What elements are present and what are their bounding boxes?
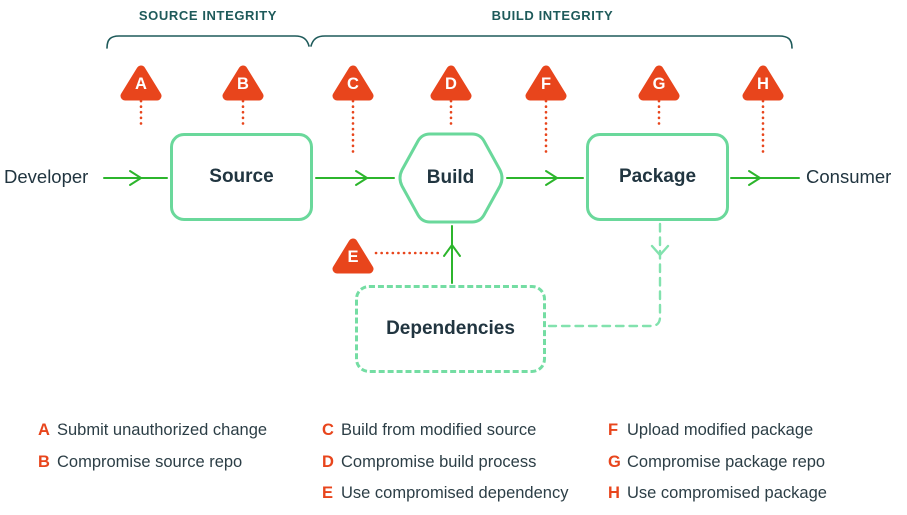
package-node-label: Package xyxy=(618,166,697,187)
legend-column-2: C Build from modified source D Compromis… xyxy=(322,415,568,510)
warning-triangle-icon xyxy=(742,65,784,101)
legend-item-h: H Use compromised package xyxy=(608,478,827,510)
threat-letter-c: C xyxy=(347,75,359,93)
legend-text-d: Compromise build process xyxy=(341,452,537,471)
legend-letter-d: D xyxy=(322,452,334,471)
legend-text-c: Build from modified source xyxy=(341,421,537,440)
legend-text-f: Upload modified package xyxy=(627,421,814,440)
threat-marker-a: A xyxy=(119,63,163,101)
legend-column-3: F Upload modified package G Compromise p… xyxy=(608,415,827,510)
dashed-link-arrow-head xyxy=(650,244,670,257)
legend-letter-f: F xyxy=(608,421,619,440)
legend-letter-a: A xyxy=(38,421,50,440)
warning-triangle-icon xyxy=(120,65,162,101)
threat-letter-d: D xyxy=(445,75,457,93)
threat-marker-f: F xyxy=(524,63,568,101)
legend-text-e: Use compromised dependency xyxy=(341,484,569,503)
legend-letter-g: G xyxy=(608,452,621,471)
legend-letter-b: B xyxy=(38,452,50,471)
legend-text-g: Compromise package repo xyxy=(627,452,826,471)
legend-item-g: G Compromise package repo xyxy=(608,447,827,479)
threat-marker-g: G xyxy=(637,63,681,101)
arrow-build-to-package-head xyxy=(545,170,558,186)
warning-triangle-icon xyxy=(638,65,680,101)
threat-marker-h: H xyxy=(741,63,785,101)
threat-letter-b: B xyxy=(237,75,249,93)
warning-triangle-icon xyxy=(430,65,472,101)
developer-label: Developer xyxy=(4,166,89,187)
warning-triangle-icon xyxy=(332,238,374,274)
legend-column-1: A Submit unauthorized change B Compromis… xyxy=(38,415,267,478)
legend-text-b: Compromise source repo xyxy=(57,452,243,471)
arrow-dependencies-to-build-head xyxy=(443,244,461,257)
threat-marker-c: C xyxy=(331,63,375,101)
consumer-label: Consumer xyxy=(806,166,892,187)
threat-letter-a: A xyxy=(135,75,147,93)
legend-item-b: B Compromise source repo xyxy=(38,447,267,479)
build-node-label: Build xyxy=(426,166,475,188)
arrow-source-to-build-head xyxy=(355,170,368,186)
legend-item-d: D Compromise build process xyxy=(322,447,568,479)
threat-marker-e: E xyxy=(331,236,375,274)
build-node-hexagon xyxy=(398,132,504,224)
legend-item-f: F Upload modified package xyxy=(608,415,827,447)
package-node: Package xyxy=(586,133,729,221)
dependencies-node-label: Dependencies xyxy=(386,318,515,339)
build-integrity-label: BUILD INTEGRITY xyxy=(491,8,614,23)
arrow-developer-to-source-head xyxy=(129,170,142,186)
warning-triangle-icon xyxy=(525,65,567,101)
source-node-label: Source xyxy=(209,166,274,187)
legend-letter-c: C xyxy=(322,421,334,440)
legend-item-a: A Submit unauthorized change xyxy=(38,415,267,447)
legend-text-a: Submit unauthorized change xyxy=(57,421,268,440)
warning-triangle-icon xyxy=(222,65,264,101)
arrow-package-to-consumer-head xyxy=(748,170,761,186)
build-integrity-brace xyxy=(310,35,793,49)
source-integrity-brace xyxy=(106,35,310,49)
legend-letter-h: H xyxy=(608,484,620,503)
legend-letter-e: E xyxy=(322,484,334,503)
legend-text-h: Use compromised package xyxy=(627,484,827,503)
threat-letter-e: E xyxy=(347,248,359,266)
source-node: Source xyxy=(170,133,313,221)
threat-marker-b: B xyxy=(221,63,265,101)
legend-item-e: E Use compromised dependency xyxy=(322,478,568,510)
dashed-link-package-to-dependencies xyxy=(547,222,662,328)
threat-letter-f: F xyxy=(540,75,552,93)
threat-letter-h: H xyxy=(757,75,769,93)
threat-marker-d: D xyxy=(429,63,473,101)
source-integrity-label: SOURCE INTEGRITY xyxy=(138,8,278,23)
threat-letter-g: G xyxy=(652,75,666,93)
legend-item-c: C Build from modified source xyxy=(322,415,568,447)
warning-triangle-icon xyxy=(332,65,374,101)
dependencies-node: Dependencies xyxy=(355,285,546,373)
